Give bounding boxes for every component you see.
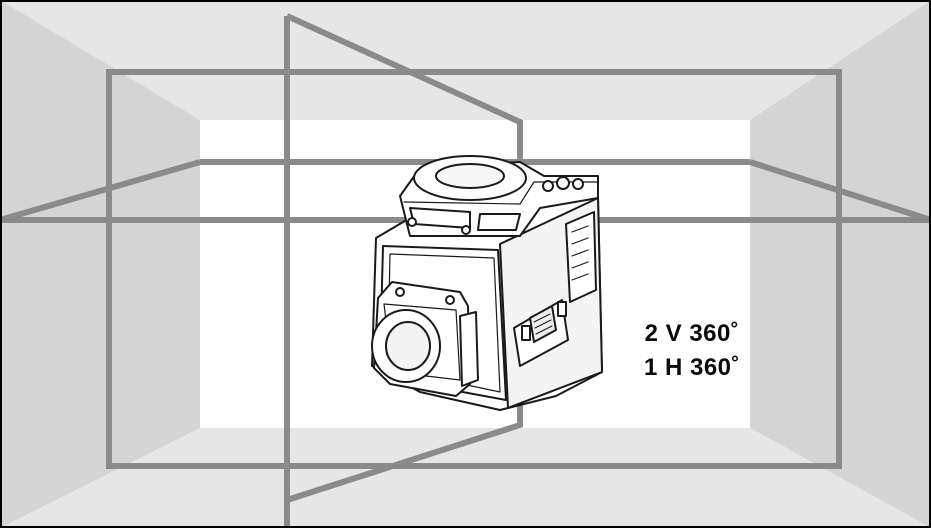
floor <box>0 428 931 528</box>
vertical-laser-plane-front <box>106 69 842 469</box>
horizontal-laser-line-right <box>749 159 931 223</box>
ceiling <box>0 0 931 120</box>
spec-horizontal-lines: 1 H 360˚ <box>643 354 741 381</box>
spec-vertical-lines: 2 V 360˚ <box>644 320 740 347</box>
left-wall <box>0 0 200 528</box>
horizontal-laser-line-left <box>0 159 201 223</box>
laser-level-device <box>371 155 603 411</box>
